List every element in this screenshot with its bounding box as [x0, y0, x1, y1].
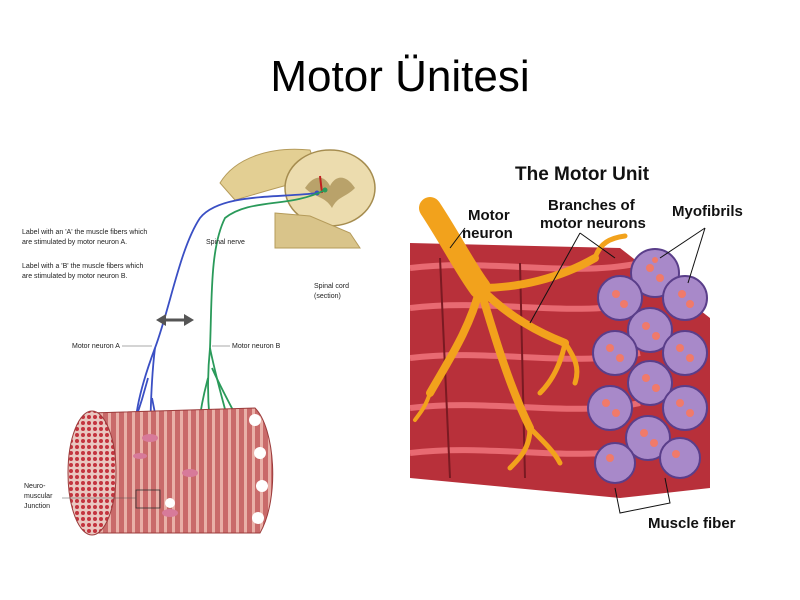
- branches-label-1: Branches of: [548, 197, 636, 214]
- myofibril-dots: [602, 257, 694, 462]
- instruction-b-line1: Label with a 'B' the muscle fibers which: [22, 263, 143, 270]
- right-motor-unit-diagram: The Motor Unit Motor neuron Branches of …: [409, 158, 755, 543]
- muscle-fiber-bundle: [67, 407, 274, 536]
- spinal-cord-sub-label: (section): [314, 293, 341, 300]
- nmj-label-3: Junction: [24, 503, 50, 510]
- left-diagram-svg: Label with an 'A' the muscle fibers whic…: [22, 148, 376, 536]
- spinal-cord-label: Spinal cord: [314, 283, 349, 290]
- myofibrils-label: Myofibrils: [672, 203, 743, 220]
- nmj-label-1: Neuro-: [24, 483, 46, 490]
- instruction-a-line1: Label with an 'A' the muscle fibers whic…: [22, 229, 147, 236]
- motor-neuron-b-label: Motor neuron B: [232, 343, 281, 350]
- instruction-a-line2: are stimulated by motor neuron A.: [22, 239, 127, 246]
- nmj-label-2: muscular: [24, 493, 53, 500]
- label-pointers: [449, 227, 706, 514]
- left-motor-unit-diagram: Label with an 'A' the muscle fibers whic…: [20, 138, 380, 538]
- right-diagram-svg: The Motor Unit Motor neuron Branches of …: [409, 164, 743, 532]
- spinal-nerve-label: Spinal nerve: [206, 239, 245, 246]
- motor-unit-heading: The Motor Unit: [515, 164, 650, 185]
- motor-neuron-label-2: neuron: [462, 225, 513, 242]
- instruction-b-line2: are stimulated by motor neuron B.: [22, 273, 127, 280]
- muscle-fiber-label: Muscle fiber: [648, 515, 736, 532]
- motor-neuron-branches: [413, 197, 628, 471]
- motor-neuron-label-1: Motor: [468, 207, 510, 224]
- branches-label-2: motor neurons: [540, 215, 646, 232]
- fiber-cross-section: [587, 248, 708, 484]
- spinal-cord-section: [219, 148, 376, 249]
- slide-title: Motor Ünitesi: [270, 52, 530, 101]
- motor-neuron-a-label: Motor neuron A: [72, 343, 120, 350]
- double-arrow: [156, 314, 194, 326]
